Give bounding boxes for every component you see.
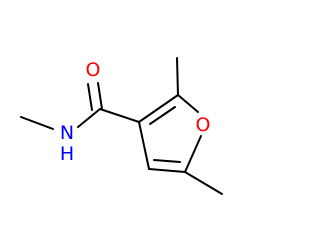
- methyl-bond-c2: [176, 57, 179, 96]
- bond-c4-c5-double: [153, 159, 181, 163]
- furan-ring: [138, 94, 202, 173]
- amide-nitrogen-label: N: [60, 122, 74, 144]
- bond-c3-c2-double: [149, 106, 176, 125]
- amide-hydrogen-label: H: [60, 143, 74, 165]
- bond-c5-c4: [148, 168, 186, 173]
- bond-c2-o1: [177, 94, 199, 113]
- chemical-structure: O N H O: [20, 57, 223, 195]
- bond-carbonyl-nitrogen: [77, 108, 101, 128]
- bond-nitrogen-methyl: [20, 116, 54, 130]
- bond-o1-c5: [184, 135, 202, 173]
- amide-oxygen-label: O: [86, 59, 101, 81]
- carbonyl-double-bond-a: [97, 82, 103, 110]
- ring-oxygen-label: O: [196, 114, 211, 136]
- bond-c4-c3: [138, 121, 150, 170]
- amide-group: [20, 82, 140, 130]
- bond-c3-carbonyl: [99, 108, 140, 123]
- carbonyl-double-bond-b: [87, 83, 93, 111]
- methyl-bond-c5: [184, 171, 223, 195]
- bond-c3-c2: [138, 94, 179, 123]
